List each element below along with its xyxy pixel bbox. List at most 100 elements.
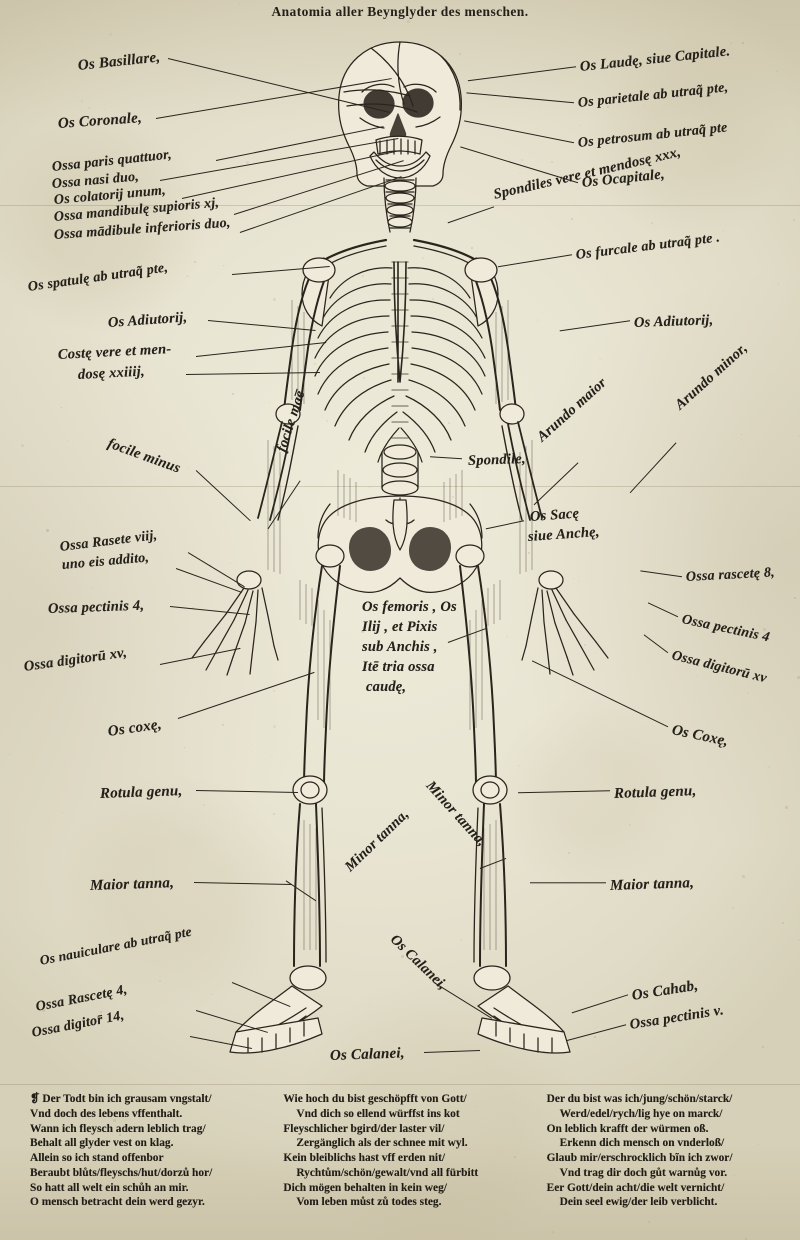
paper-speck — [392, 1186, 395, 1189]
paper-speck — [138, 268, 140, 270]
leader-line — [447, 628, 487, 644]
leader-line — [423, 1050, 481, 1054]
paper-speck — [629, 824, 632, 827]
paper-speck — [651, 222, 653, 224]
paper-speck — [584, 644, 587, 647]
verse-line: Der du bist was ich/jung/schön/starck/ — [546, 1093, 733, 1105]
paper-speck — [579, 125, 580, 126]
paper-speck — [314, 363, 317, 366]
paper-speck — [211, 994, 213, 996]
paper-speck — [785, 806, 788, 809]
page-title: Anatomia aller Beynglyder des menschen. — [271, 4, 529, 19]
paper-speck — [540, 108, 541, 109]
paper-speck — [362, 275, 364, 277]
paper-speck — [368, 1005, 370, 1007]
verse-line: On leblich krafft der würmen oß. — [546, 1122, 709, 1135]
paper-speck — [100, 1011, 103, 1014]
leader-line — [647, 602, 679, 618]
verse-line: So hatt all welt ein schůh an mir. — [30, 1181, 189, 1194]
anatomy-label-left-focile-minus: focile minus — [105, 435, 183, 477]
paper-speck — [222, 260, 224, 262]
leader-line — [533, 462, 579, 506]
paper-speck — [178, 191, 180, 193]
anatomy-label-center-minor-tanna-left: Minor tanna, — [341, 806, 413, 875]
paper-speck — [369, 487, 371, 489]
leader-line — [195, 470, 251, 522]
paper-speck — [271, 755, 273, 757]
verse-line: Vom leben můst zů todes steg. — [296, 1196, 442, 1209]
leader-line — [195, 790, 299, 794]
paper-speck — [552, 1231, 554, 1233]
leader-line — [177, 672, 315, 720]
paper-speck — [197, 626, 199, 628]
leader-line — [189, 1036, 253, 1050]
leader-line — [429, 456, 463, 460]
paper-speck — [648, 1221, 650, 1223]
paper-speck — [88, 107, 91, 110]
anatomy-label-center-os-femoris-2: Ilij , et Pixis — [362, 619, 438, 635]
verse-line: Rychtům/schön/gewalt/vnd all fürbitt — [296, 1166, 479, 1179]
paper-fold — [0, 1084, 800, 1085]
paper-speck — [81, 100, 83, 102]
anatomy-label-left-os-coxe-left: Os coxę, — [106, 716, 163, 740]
leader-line — [193, 882, 293, 886]
paper-speck — [273, 813, 275, 815]
paper-speck — [142, 227, 143, 228]
paper-speck — [534, 594, 535, 595]
anatomy-label-center-os-femoris-3: sub Anchis , — [362, 639, 438, 655]
paper-speck — [196, 492, 197, 493]
leader-line — [465, 92, 575, 104]
paper-speck — [432, 298, 434, 300]
anatomy-label-right-os-coxe-right: Os Coxę, — [670, 722, 730, 750]
leader-line — [517, 790, 611, 794]
leader-line — [629, 442, 677, 494]
verse-line: Vnd trag dir doch gůt warnůg vor. — [559, 1166, 728, 1179]
anatomy-label-left-coste-vere-1: Costę vere et men- — [57, 341, 172, 363]
paper-speck — [798, 939, 800, 941]
paper-speck — [67, 440, 68, 441]
paper-speck — [627, 1172, 630, 1175]
anatomy-label-left-os-spatule: Os spatulę ab utraq̃ pte, — [26, 260, 169, 295]
paper-speck — [223, 265, 224, 266]
paper-speck — [262, 504, 265, 507]
paper-speck — [729, 57, 731, 59]
paper-speck — [188, 467, 189, 468]
leader-line — [231, 982, 291, 1008]
paper-speck — [302, 312, 303, 313]
leader-line — [195, 342, 327, 358]
paper-speck — [228, 203, 230, 205]
paper-speck — [188, 276, 189, 277]
paper-speck — [573, 578, 574, 579]
paper-speck — [747, 692, 750, 695]
verse-line: Beraubt blůts/fleyschs/hut/dorzů hor/ — [30, 1166, 213, 1179]
leader-line — [231, 266, 331, 276]
leader-line — [159, 648, 241, 666]
verse-line: O mensch betracht dein werd gezyr. — [30, 1196, 205, 1209]
anatomy-label-center-spondile: Spondile, — [467, 450, 527, 469]
anatomy-label-left-os-calanei-bottom: Os Calanei, — [329, 1045, 405, 1064]
anatomy-label-center-os-femoris-5: caudę, — [366, 679, 407, 695]
paper-speck — [273, 690, 275, 692]
paper-speck — [42, 1009, 45, 1012]
paper-speck — [9, 754, 10, 755]
verse-line: Vnd doch des lebens vffenthalt. — [30, 1107, 183, 1120]
paper-speck — [448, 422, 451, 425]
verse-line: Kein bleiblichs hast vff erden nit/ — [283, 1152, 446, 1165]
anatomy-label-right-rotula-genu-right: Rotula genu, — [613, 783, 697, 802]
paper-speck — [375, 1135, 377, 1137]
paper-speck — [128, 176, 129, 177]
paper-speck — [515, 1181, 517, 1183]
anatomy-label-right-maior-tanna-right: Maior tanna, — [609, 875, 695, 894]
paper-speck — [469, 1148, 470, 1149]
anatomy-label-left-ossa-rasete-2: uno eis addito, — [61, 550, 150, 573]
paper-speck — [407, 20, 410, 23]
paper-speck — [485, 1066, 486, 1067]
verse-line: Dich mögen behalten in kein weg/ — [283, 1181, 447, 1194]
paper-speck — [732, 907, 734, 909]
leader-line — [285, 880, 317, 902]
anatomy-label-left-os-nauiculare: Os nauiculare ab utraq̃ pte — [38, 923, 193, 968]
paper-speck — [222, 724, 224, 726]
paper-speck — [537, 319, 539, 321]
paper-speck — [113, 1119, 116, 1122]
paper-speck — [697, 676, 699, 678]
